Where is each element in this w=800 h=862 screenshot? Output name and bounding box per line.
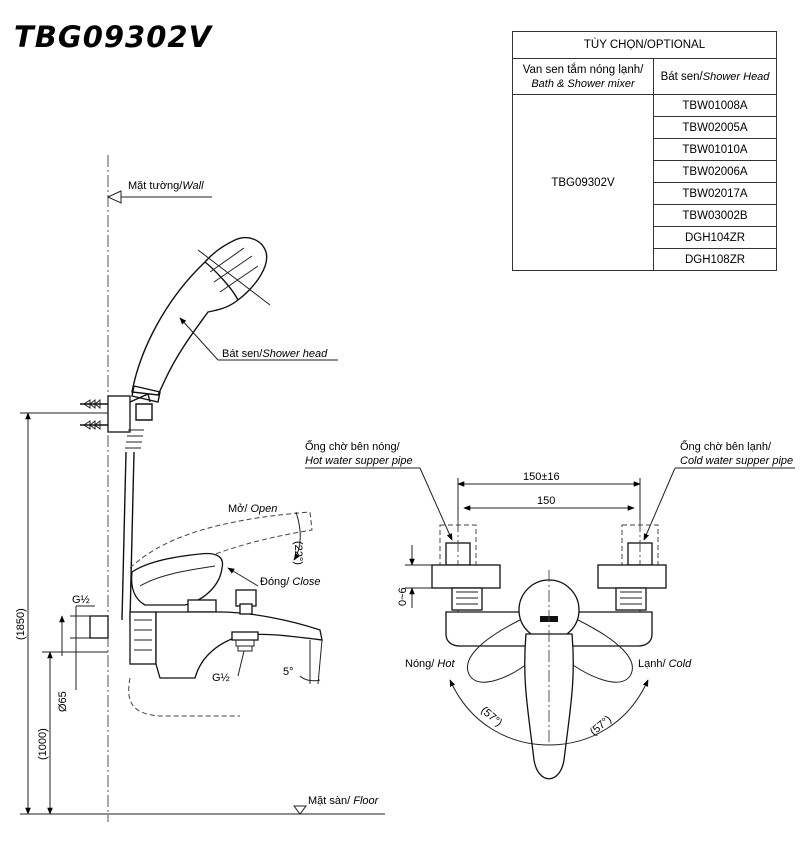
- spout-angle-label: 5°: [283, 666, 294, 678]
- cold-pipe-label-en: Cold water supper pipe: [680, 455, 793, 467]
- close-callout: Đóng/ Close: [227, 567, 321, 588]
- shower-head-callout: Bát sen/Shower head: [179, 317, 338, 361]
- mixer-height-dim: (1000): [37, 728, 49, 760]
- front-view: Ống chờ bên nóng/ Hot water supper pipe …: [305, 439, 795, 780]
- side-view: Mặt tường/Wall Bát se: [15, 155, 385, 822]
- left-angle: (57°): [478, 704, 504, 729]
- shower-head-drawing: [121, 236, 271, 621]
- open-label-en: Open: [251, 503, 278, 515]
- svg-text:Bát sen/Shower head: Bát sen/Shower head: [222, 348, 328, 360]
- wall-thread-label: G½: [72, 594, 90, 606]
- flanges: [431, 564, 667, 589]
- cold-pipe-callout: Ống chờ bên lạnh/ Cold water supper pipe: [643, 439, 795, 541]
- mixer-model-cell: TBG09302V: [512, 94, 654, 271]
- shower-head-option: TBW02017A: [653, 182, 777, 205]
- open-angle: (22°): [292, 541, 304, 565]
- spout-angle: 5°: [283, 666, 321, 682]
- floor-callout: Mặt sàn/ Floor: [20, 795, 385, 815]
- wall-label-en: Wall: [182, 180, 204, 192]
- shower-column-title: Bát sen/: [660, 70, 703, 83]
- shower-head-option: TBW01010A: [653, 138, 777, 161]
- hot-pipe-label-en: Hot water supper pipe: [305, 455, 413, 467]
- outer-spacing-dim: 150±16: [523, 471, 560, 483]
- floor-label-en: Floor: [353, 795, 379, 807]
- hot-side-label: Nóng/ Hot: [405, 658, 455, 670]
- wall-inlet: G½ Ø65: [57, 594, 109, 712]
- cold-pipe-label: Ống chờ bên lạnh/: [680, 439, 772, 453]
- wall-holder: [80, 393, 151, 433]
- mixer-column-title: Van sen tắm nóng lạnh/: [522, 63, 644, 76]
- shower-head-option: DGH108ZR: [653, 248, 777, 271]
- depth-dimension: 0~6: [397, 545, 432, 608]
- mixer-front-body: [445, 570, 653, 780]
- height-dimensions: (1850) (1000): [15, 412, 108, 815]
- options-table: TÙY CHỌN/OPTIONAL Van sen tắm nóng lạnh/…: [512, 31, 777, 271]
- spacing-dimensions: 150±16 150: [457, 471, 641, 530]
- mixer-body: [128, 552, 323, 717]
- wall-label: Mặt tường/: [128, 180, 183, 192]
- hot-pipe-label: Ống chờ bên nóng/: [305, 439, 401, 453]
- depth-dim: 0~6: [397, 587, 409, 606]
- wall-callout: Mặt tường/Wall: [106, 180, 212, 204]
- shower-column-subtitle: Shower Head: [702, 70, 770, 83]
- svg-text:Mặt tường/Wall: Mặt tường/Wall: [128, 180, 204, 192]
- mixer-column-header: Van sen tắm nóng lạnh/ Bath & Shower mix…: [512, 58, 654, 95]
- close-label-en: Close: [292, 576, 320, 588]
- shower-head-label: Bát sen/: [222, 348, 263, 360]
- svg-text:Mở/ Open: Mở/ Open: [228, 503, 277, 515]
- cold-side-label: Lạnh/ Cold: [638, 658, 692, 670]
- hot-pipe-callout: Ống chờ bên nóng/ Hot water supper pipe: [305, 439, 453, 541]
- mixer-column-subtitle: Bath & Shower mixer: [531, 77, 635, 90]
- shower-head-option: TBW02005A: [653, 116, 777, 139]
- total-height-dim: (1850): [15, 608, 27, 640]
- floor-label: Mặt sàn/: [308, 795, 353, 807]
- shower-head-option: TBW01008A: [653, 94, 777, 117]
- options-header: TÙY CHỌN/OPTIONAL: [512, 31, 777, 59]
- open-label: Mở/: [228, 503, 251, 515]
- outlet-thread-callout: G½: [212, 650, 245, 684]
- close-label: Đóng/: [260, 576, 292, 588]
- shower-head-label-en: Shower head: [262, 348, 328, 360]
- shower-head-option: TBW03002B: [653, 204, 777, 227]
- outlet-thread-label: G½: [212, 672, 230, 684]
- flange-dim: Ø65: [57, 691, 69, 712]
- svg-text:Đóng/ Close: Đóng/ Close: [260, 576, 321, 588]
- svg-text:Mặt sàn/ Floor: Mặt sàn/ Floor: [308, 795, 380, 807]
- right-angle: (57°): [588, 713, 614, 738]
- model-title: TBG09302V: [14, 20, 213, 54]
- inner-spacing-dim: 150: [537, 495, 555, 507]
